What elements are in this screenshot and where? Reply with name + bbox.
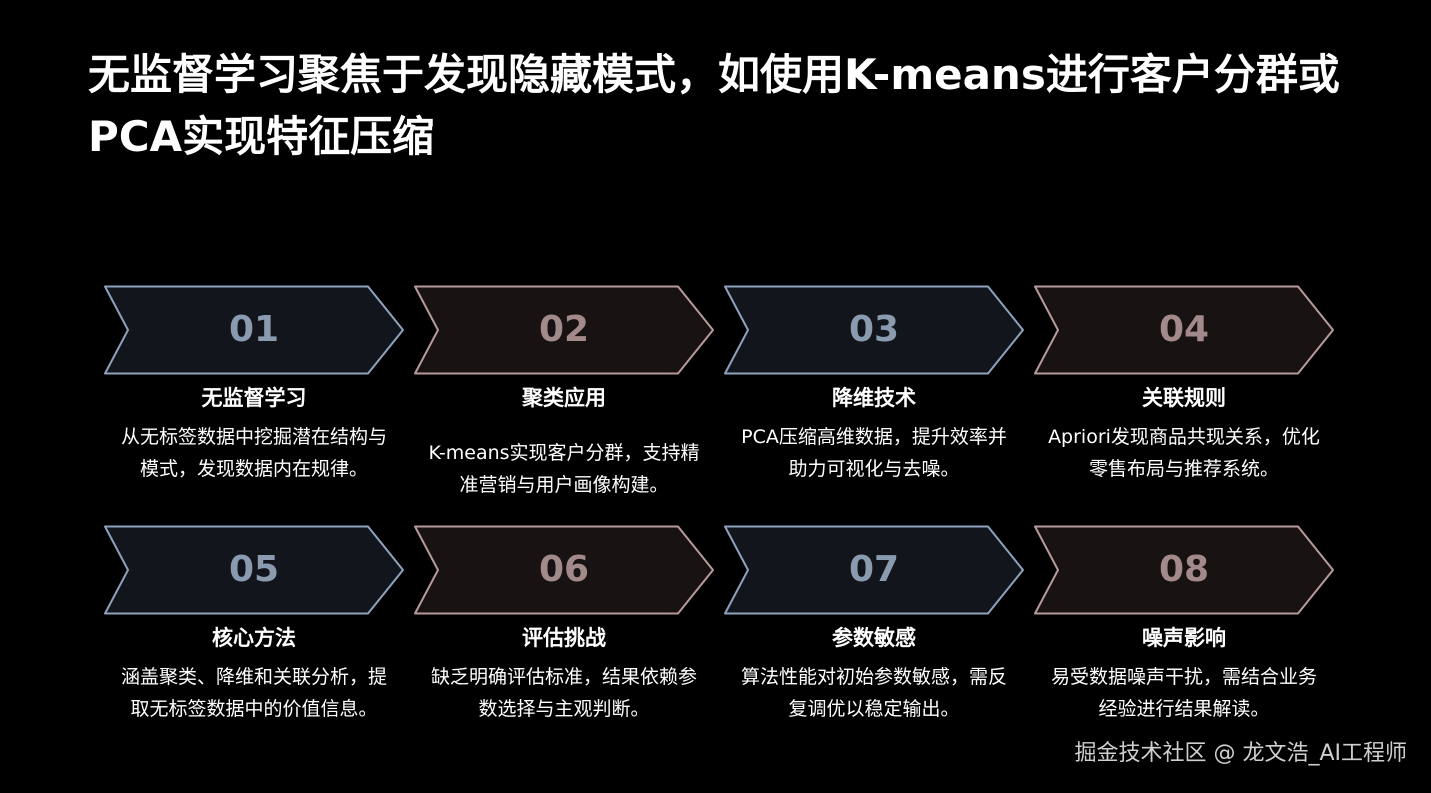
step-description: Apriori发现商品共现关系，优化零售布局与推荐系统。 (1048, 426, 1320, 480)
step-07: 07 参数敏感 算法性能对初始参数敏感，需反复调优以稳定输出。 (722, 525, 1026, 725)
step-number: 01 (228, 309, 280, 350)
step-06: 06 评估挑战 缺乏明确评估标准，结果依赖参数选择与主观判断。 (412, 525, 716, 725)
step-title: 评估挑战 (522, 626, 606, 650)
chevron-arrow-shape: 04 (1032, 285, 1336, 375)
step-number: 04 (1158, 309, 1210, 350)
step-number: 05 (228, 549, 280, 590)
step-description: 涵盖聚类、降维和关联分析，提取无标签数据中的价值信息。 (120, 666, 387, 720)
step-description: K-means实现客户分群，支持精准营销与用户画像构建。 (428, 442, 700, 496)
step-08: 08 噪声影响 易受数据噪声干扰，需结合业务经验进行结果解读。 (1032, 525, 1336, 725)
chevron-arrow-shape: 06 (412, 525, 716, 615)
step-title: 参数敏感 (832, 626, 916, 650)
step-number: 08 (1158, 549, 1210, 590)
page-title: 无监督学习聚焦于发现隐藏模式，如使用K-means进行客户分群或PCA实现特征压… (88, 50, 1340, 161)
step-description: 易受数据噪声干扰，需结合业务经验进行结果解读。 (1050, 666, 1317, 720)
step-title: 噪声影响 (1142, 626, 1226, 650)
chevron-arrow-shape: 01 (102, 285, 406, 375)
step-title: 无监督学习 (201, 386, 307, 410)
step-number: 06 (538, 549, 590, 590)
step-title: 降维技术 (832, 386, 916, 410)
watermark-text: 掘金技术社区 @ 龙文浩_AI工程师 (1074, 741, 1407, 766)
step-description: 缺乏明确评估标准，结果依赖参数选择与主观判断。 (430, 666, 697, 720)
chevron-arrow-shape: 02 (412, 285, 716, 375)
step-title: 关联规则 (1142, 386, 1226, 410)
step-description: PCA压缩高维数据，提升效率并助力可视化与去噪。 (741, 426, 1007, 480)
chevron-arrow-shape: 03 (722, 285, 1026, 375)
step-number: 07 (848, 549, 900, 590)
step-title: 核心方法 (212, 626, 296, 650)
step-description: 算法性能对初始参数敏感，需反复调优以稳定输出。 (740, 666, 1007, 720)
step-number: 03 (848, 309, 900, 350)
step-04: 04 关联规则 Apriori发现商品共现关系，优化零售布局与推荐系统。 (1032, 285, 1336, 485)
step-title: 聚类应用 (522, 386, 606, 410)
step-description: 从无标签数据中挖掘潜在结构与模式，发现数据内在规律。 (120, 426, 387, 480)
chevron-arrow-shape: 07 (722, 525, 1026, 615)
step-03: 03 降维技术 PCA压缩高维数据，提升效率并助力可视化与去噪。 (722, 285, 1026, 485)
chevron-arrow-shape: 05 (102, 525, 406, 615)
step-01: 01 无监督学习 从无标签数据中挖掘潜在结构与模式，发现数据内在规律。 (102, 285, 406, 485)
step-number: 02 (538, 309, 590, 350)
step-02: 02 聚类应用 K-means实现客户分群，支持精准营销与用户画像构建。 (412, 285, 716, 501)
step-05: 05 核心方法 涵盖聚类、降维和关联分析，提取无标签数据中的价值信息。 (102, 525, 406, 725)
chevron-arrow-shape: 08 (1032, 525, 1336, 615)
